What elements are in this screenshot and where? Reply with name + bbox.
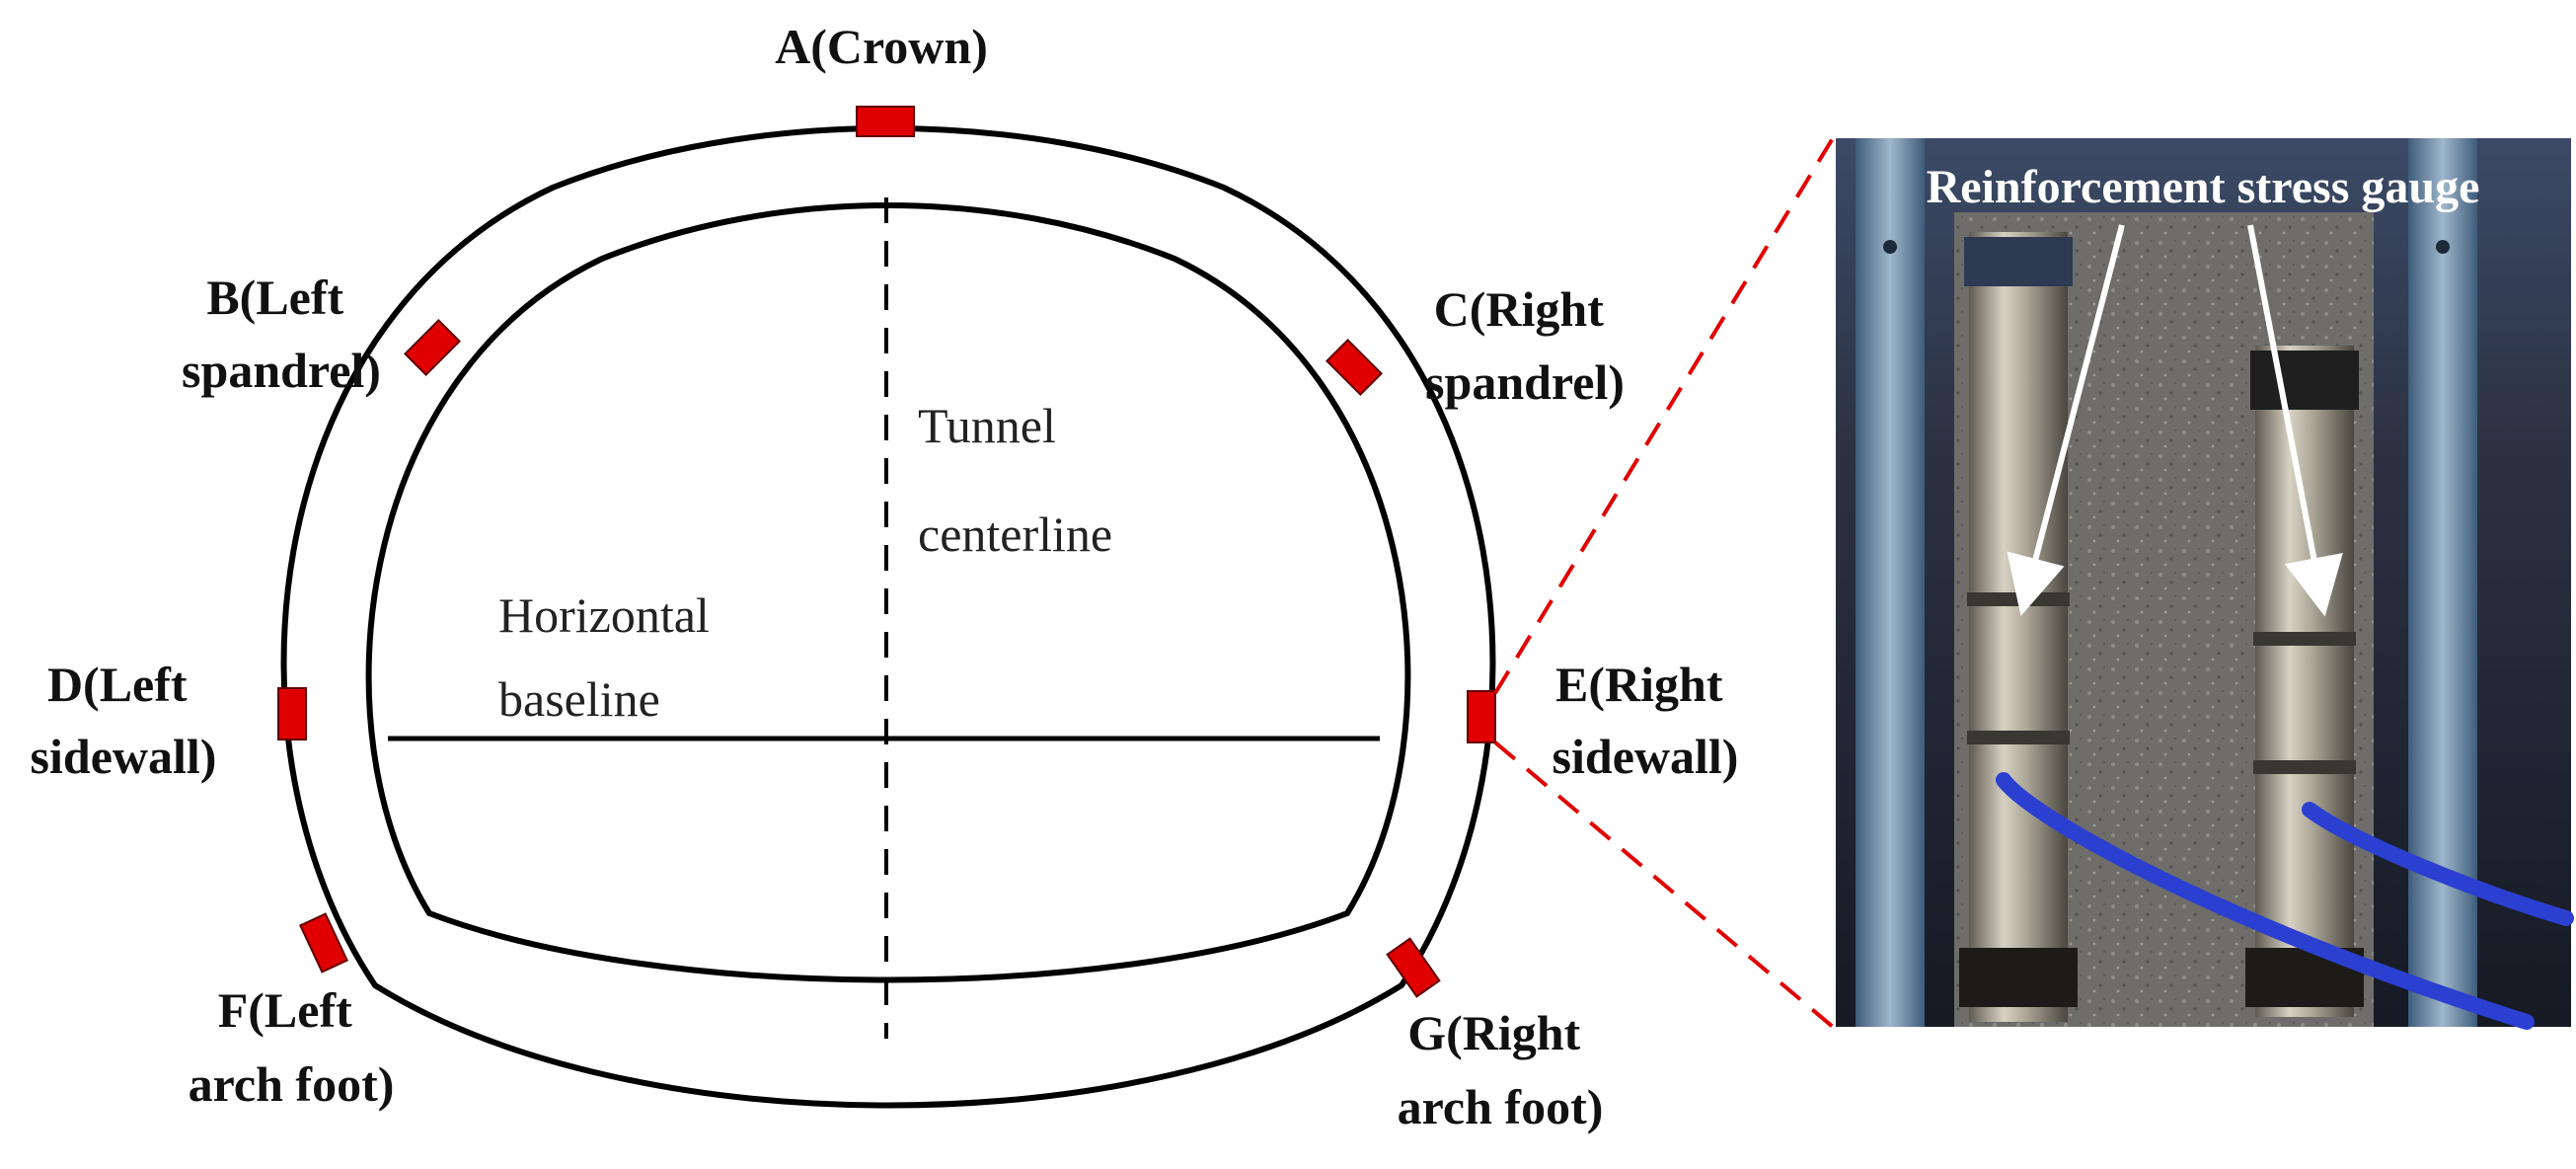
tunnel-outer-outline — [280, 125, 1496, 1109]
gauge-marker-b — [404, 319, 461, 376]
arrow-right-gauge — [2247, 224, 2343, 617]
zoom-line-lower — [1493, 740, 1835, 1029]
label-left-arch-foot: F(Left arch foot) — [189, 982, 395, 1112]
gauge-photo: Reinforcement stress gauge — [1836, 138, 2574, 1030]
label-right-spandrel: C(Right spandrel) — [1425, 281, 1625, 410]
arrow-left-gauge — [2007, 224, 2125, 617]
label-left-sidewall: D(Left sidewall) — [31, 657, 217, 784]
tunnel-inner-outline — [365, 202, 1411, 983]
gauge-marker-e — [1467, 690, 1496, 743]
photo-title: Reinforcement stress gauge — [1927, 161, 2480, 213]
label-right-arch-foot: G(Right arch foot) — [1398, 1005, 1604, 1134]
label-horizontal-baseline: Horizontal baseline — [498, 587, 721, 727]
label-right-sidewall: E(Right sidewall) — [1553, 657, 1739, 784]
zoom-line-upper — [1493, 136, 1835, 695]
gauge-marker-d — [277, 687, 307, 740]
label-left-spandrel: B(Left spandrel) — [182, 270, 381, 398]
gauge-marker-a — [856, 106, 915, 137]
gauge-marker-c — [1326, 339, 1383, 396]
label-tunnel-centerline: Tunnel centerline — [918, 398, 1112, 562]
gauge-marker-f — [298, 912, 349, 974]
gauge-marker-g — [1386, 937, 1441, 998]
label-crown: A(Crown) — [775, 19, 988, 74]
